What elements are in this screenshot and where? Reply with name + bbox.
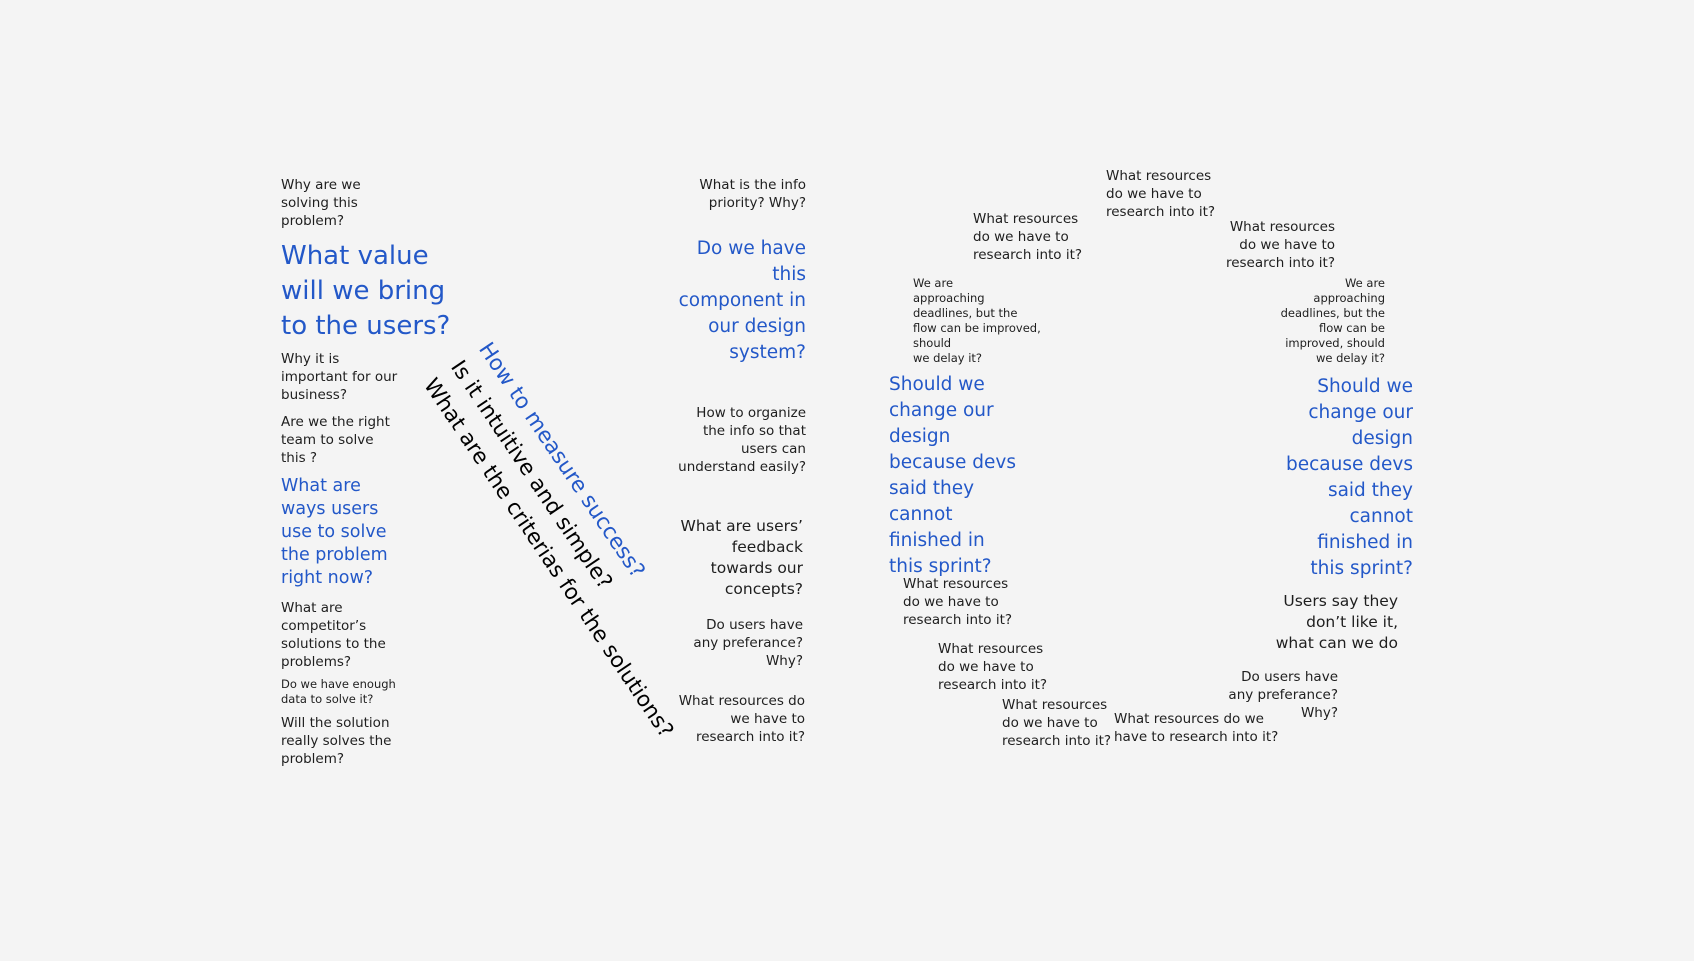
note-business-importance: Why it is important for our business?	[281, 351, 398, 403]
note-competitor-solutions: What are competitor’s solutions to the p…	[281, 600, 386, 670]
note-value-to-users: What value will we bring to the users?	[281, 241, 451, 341]
note-research-resources: What resources do we have to research in…	[1114, 711, 1279, 745]
note-solution-solves: Will the solution really solves the prob…	[281, 715, 392, 767]
note-why-solving: Why are we solving this problem?	[281, 177, 361, 229]
note-research-resources: What resources do we have to research in…	[1106, 168, 1216, 220]
note-design-system-component: Do we have this component in our design …	[678, 238, 806, 363]
note-user-feedback: What are users’ feedback towards our con…	[680, 517, 803, 598]
note-research-resources: What resources do we have to research in…	[1225, 219, 1335, 271]
note-deadlines-delay: We are approaching deadlines, but the fl…	[913, 276, 1041, 365]
note-research-resources: What resources do we have to research in…	[903, 576, 1013, 628]
note-research-resources: What resources do we have to research in…	[973, 211, 1083, 263]
note-user-preference: Do users have any preferance? Why?	[1228, 669, 1338, 721]
note-enough-data: Do we have enough data to solve it?	[281, 677, 396, 706]
note-right-team: Are we the right team to solve this ?	[281, 414, 390, 466]
note-user-preference: Do users have any preferance? Why?	[693, 617, 803, 669]
note-info-priority: What is the info priority? Why?	[699, 177, 806, 211]
note-research-resources: What resources do we have to research in…	[938, 641, 1048, 693]
note-organize-info: How to organize the info so that users c…	[678, 405, 806, 475]
note-change-design: Should we change our design because devs…	[889, 374, 1016, 577]
note-current-ways: What are ways users use to solve the pro…	[281, 476, 388, 588]
note-measure-success: How to measure success?	[473, 338, 650, 583]
note-research-resources: What resources do we have to research in…	[678, 693, 805, 745]
note-users-dislike: Users say they don’t like it, what can w…	[1275, 592, 1398, 652]
note-change-design: Should we change our design because devs…	[1286, 376, 1413, 579]
note-deadlines-delay: We are approaching deadlines, but the fl…	[1280, 276, 1385, 365]
note-research-resources: What resources do we have to research in…	[1002, 697, 1112, 749]
